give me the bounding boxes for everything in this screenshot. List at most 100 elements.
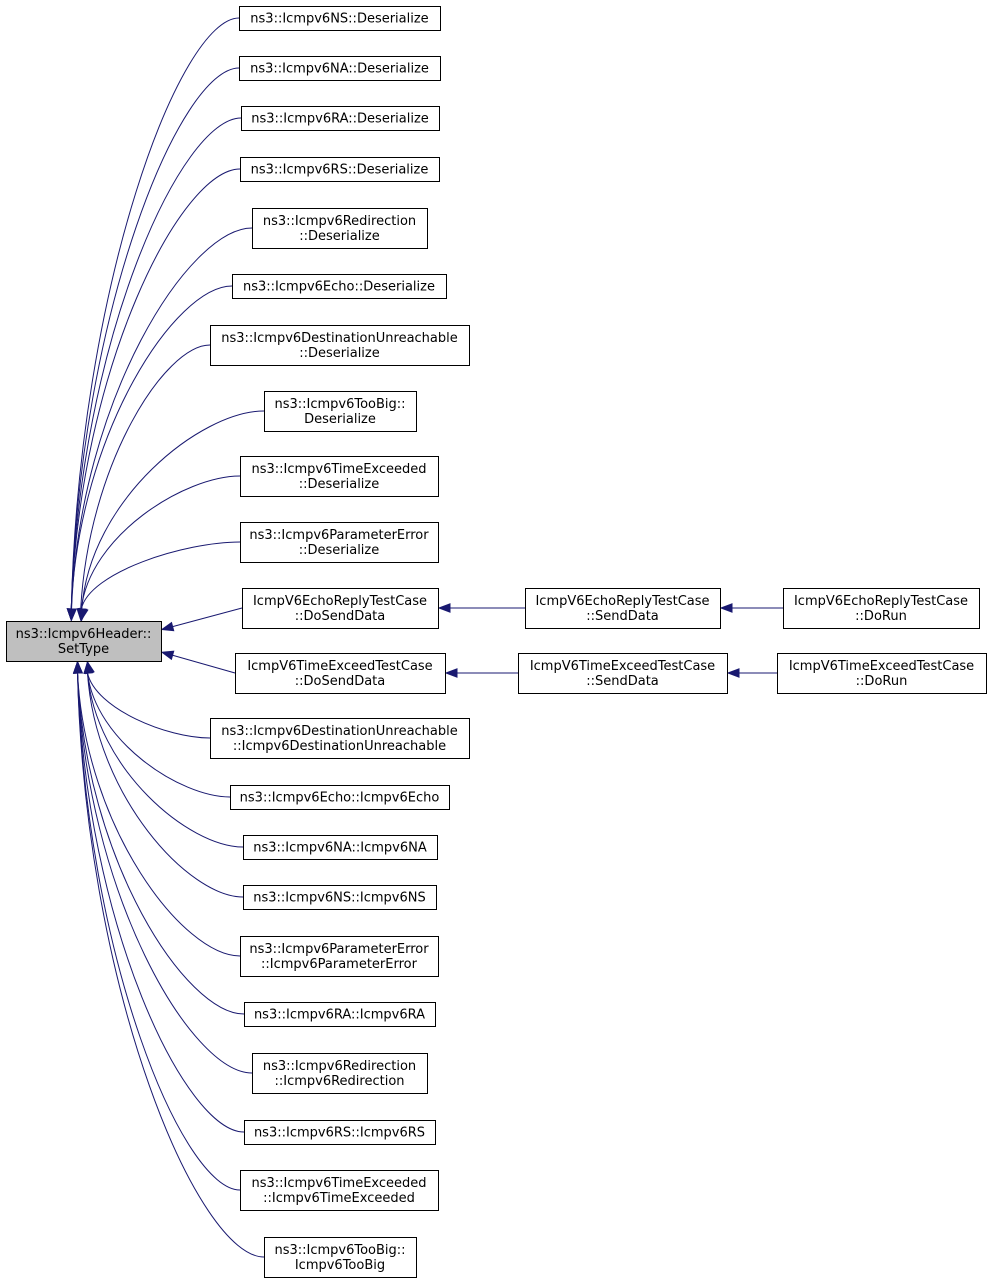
node-ns3-icmpv6destinationunreachable-deserialize[interactable]: ns3::Icmpv6DestinationUnreachable::Deser…	[210, 325, 470, 366]
node-label-line: ns3::Icmpv6NS::Deserialize	[250, 12, 428, 27]
edge-n1-to-root	[70, 17, 240, 610]
node-ns3-icmpv6ns-icmpv6ns[interactable]: ns3::Icmpv6NS::Icmpv6NS	[243, 885, 437, 910]
node-label-line: ns3::Icmpv6NS::Icmpv6NS	[253, 891, 425, 906]
node-label-line: ::Icmpv6Redirection	[274, 1074, 404, 1089]
edge-n14-to-root	[172, 654, 236, 674]
arrowhead-n11-to-root	[160, 621, 175, 632]
arrowhead-n6-to-root	[66, 608, 77, 622]
node-icmpv6echoreplytestcase-senddata[interactable]: IcmpV6EchoReplyTestCase::SendData	[525, 588, 721, 629]
node-ns3-icmpv6toobig-icmpv6toobig[interactable]: ns3::Icmpv6TooBig::Icmpv6TooBig	[264, 1237, 417, 1278]
node-label-line: ns3::Icmpv6RA::Icmpv6RA	[254, 1008, 425, 1023]
arrowhead-n15-to-n14	[444, 668, 458, 678]
node-label-line: ns3::Icmpv6TimeExceeded	[251, 1176, 426, 1191]
node-box	[240, 936, 439, 977]
node-box	[240, 522, 439, 563]
node-box	[210, 718, 470, 759]
edge-n3-to-root	[70, 117, 242, 610]
arrowhead-n20-to-root	[83, 660, 94, 674]
node-ns3-icmpv6rs-icmpv6rs[interactable]: ns3::Icmpv6RS::Icmpv6RS	[244, 1120, 436, 1145]
node-label-line: ns3::Icmpv6ParameterError	[249, 942, 429, 957]
edge-n24-to-root	[77, 672, 245, 1133]
node-ns3-icmpv6toobig-deserialize[interactable]: ns3::Icmpv6TooBig::Deserialize	[264, 391, 417, 432]
node-ns3-icmpv6ra-icmpv6ra[interactable]: ns3::Icmpv6RA::Icmpv6RA	[244, 1002, 436, 1027]
node-box	[264, 391, 417, 432]
node-label-line: ::Deserialize	[299, 477, 380, 492]
node-box	[242, 588, 439, 629]
node-ns3-icmpv6na-icmpv6na[interactable]: ns3::Icmpv6NA::Icmpv6NA	[243, 835, 438, 860]
node-box	[252, 208, 428, 249]
node-label-line: SetType	[58, 642, 109, 657]
edge-n20-to-root	[87, 672, 244, 898]
edge-n7-to-root	[80, 344, 211, 610]
node-label-line: ::SendData	[586, 674, 659, 689]
arrowhead-n13-to-n12	[719, 603, 733, 613]
edge-n4-to-root	[70, 168, 241, 610]
node-icmpv6timeexceedtestcase-dorun[interactable]: IcmpV6TimeExceedTestCase::DoRun	[777, 653, 987, 694]
arrowhead-n10-to-root	[78, 607, 89, 622]
node-label-line: IcmpV6EchoReplyTestCase	[253, 594, 427, 609]
node-box	[264, 1237, 417, 1278]
node-icmpv6timeexceedtestcase-senddata[interactable]: IcmpV6TimeExceedTestCase::SendData	[518, 653, 728, 694]
node-label-line: IcmpV6TimeExceedTestCase	[247, 659, 432, 674]
node-ns3-icmpv6echo-deserialize[interactable]: ns3::Icmpv6Echo::Deserialize	[232, 274, 447, 299]
node-label-line: IcmpV6TimeExceedTestCase	[530, 659, 715, 674]
node-ns3-icmpv6echo-icmpv6echo[interactable]: ns3::Icmpv6Echo::Icmpv6Echo	[230, 785, 450, 810]
node-box	[243, 885, 437, 910]
node-icmpv6echoreplytestcase-dorun[interactable]: IcmpV6EchoReplyTestCase::DoRun	[783, 588, 980, 629]
node-ns3-icmpv6timeexceeded-icmpv6timeexceeded[interactable]: ns3::Icmpv6TimeExceeded::Icmpv6TimeExcee…	[240, 1170, 439, 1211]
node-label-line: ::DoRun	[855, 609, 907, 624]
node-box	[240, 1170, 439, 1211]
node-ns3-icmpv6ra-deserialize[interactable]: ns3::Icmpv6RA::Deserialize	[241, 106, 440, 131]
node-label-line: ns3::Icmpv6Redirection	[263, 1059, 416, 1074]
node-ns3-icmpv6destinationunreachable-icmpv6destinationunreachable[interactable]: ns3::Icmpv6DestinationUnreachable::Icmpv…	[210, 718, 470, 759]
node-label-line: IcmpV6EchoReplyTestCase	[794, 594, 968, 609]
node-box	[783, 588, 980, 629]
node-label-line: ns3::Icmpv6NA::Deserialize	[250, 62, 429, 77]
node-ns3-icmpv6redirection-deserialize[interactable]: ns3::Icmpv6Redirection::Deserialize	[252, 208, 428, 249]
arrowhead-n16-to-n15	[726, 668, 740, 678]
node-ns3-icmpv6ns-deserialize[interactable]: ns3::Icmpv6NS::Deserialize	[239, 6, 441, 31]
node-ns3-icmpv6parametererror-deserialize[interactable]: ns3::Icmpv6ParameterError::Deserialize	[240, 522, 439, 563]
node-label-line: Deserialize	[304, 412, 376, 427]
edge-n18-to-root	[87, 672, 231, 798]
edge-n21-to-root	[77, 672, 241, 957]
node-icmpv6timeexceedtestcase-dosenddata[interactable]: IcmpV6TimeExceedTestCase::DoSendData	[235, 653, 446, 694]
nodes-layer: ns3::Icmpv6Header::SetTypens3::Icmpv6NS:…	[6, 6, 987, 1278]
node-label-line: IcmpV6TimeExceedTestCase	[789, 659, 974, 674]
node-label-line: ns3::Icmpv6Redirection	[263, 214, 416, 229]
edge-n10-to-root	[80, 541, 241, 610]
node-label-line: ::Icmpv6ParameterError	[261, 957, 418, 972]
edge-n8-to-root	[81, 410, 265, 610]
edge-n6-to-root	[70, 285, 233, 610]
node-label-line: ns3::Icmpv6DestinationUnreachable	[221, 331, 458, 346]
node-label-line: ::Icmpv6TimeExceeded	[263, 1191, 415, 1206]
node-label-line: ::DoSendData	[295, 609, 386, 624]
arrowhead-n14-to-root	[160, 650, 175, 661]
node-label-line: ::SendData	[586, 609, 659, 624]
edge-n2-to-root	[70, 67, 240, 610]
node-label-line: ::Deserialize	[299, 229, 380, 244]
node-ns3-icmpv6na-deserialize[interactable]: ns3::Icmpv6NA::Deserialize	[239, 56, 441, 81]
edge-n26-to-root	[77, 672, 265, 1258]
node-label-line: ns3::Icmpv6TooBig::	[274, 397, 405, 412]
node-label-line: ::Deserialize	[299, 346, 380, 361]
node-label-line: ns3::Icmpv6TooBig::	[274, 1243, 405, 1258]
node-ns3-icmpv6timeexceeded-deserialize[interactable]: ns3::Icmpv6TimeExceeded::Deserialize	[240, 456, 439, 497]
node-label-line: ::DoSendData	[295, 674, 386, 689]
node-icmpv6echoreplytestcase-dosenddata[interactable]: IcmpV6EchoReplyTestCase::DoSendData	[242, 588, 439, 629]
node-box	[518, 653, 728, 694]
node-box	[239, 56, 441, 81]
node-box	[210, 325, 470, 366]
node-ns3-icmpv6redirection-icmpv6redirection[interactable]: ns3::Icmpv6Redirection::Icmpv6Redirectio…	[252, 1053, 428, 1094]
node-ns3-icmpv6parametererror-icmpv6parametererror[interactable]: ns3::Icmpv6ParameterError::Icmpv6Paramet…	[240, 936, 439, 977]
node-box	[243, 835, 438, 860]
node-ns3-icmpv6rs-deserialize[interactable]: ns3::Icmpv6RS::Deserialize	[240, 157, 440, 182]
edges-layer	[66, 17, 783, 1258]
arrowhead-n26-to-root	[72, 660, 83, 674]
node-box	[240, 157, 440, 182]
edge-n9-to-root	[80, 475, 241, 610]
edge-n23-to-root	[77, 672, 253, 1074]
node-label-line: ns3::Icmpv6Header::	[16, 627, 152, 642]
root-node-ns3-icmpv6header-settype: ns3::Icmpv6Header::SetType	[6, 621, 162, 662]
node-label-line: ns3::Icmpv6TimeExceeded	[251, 462, 426, 477]
